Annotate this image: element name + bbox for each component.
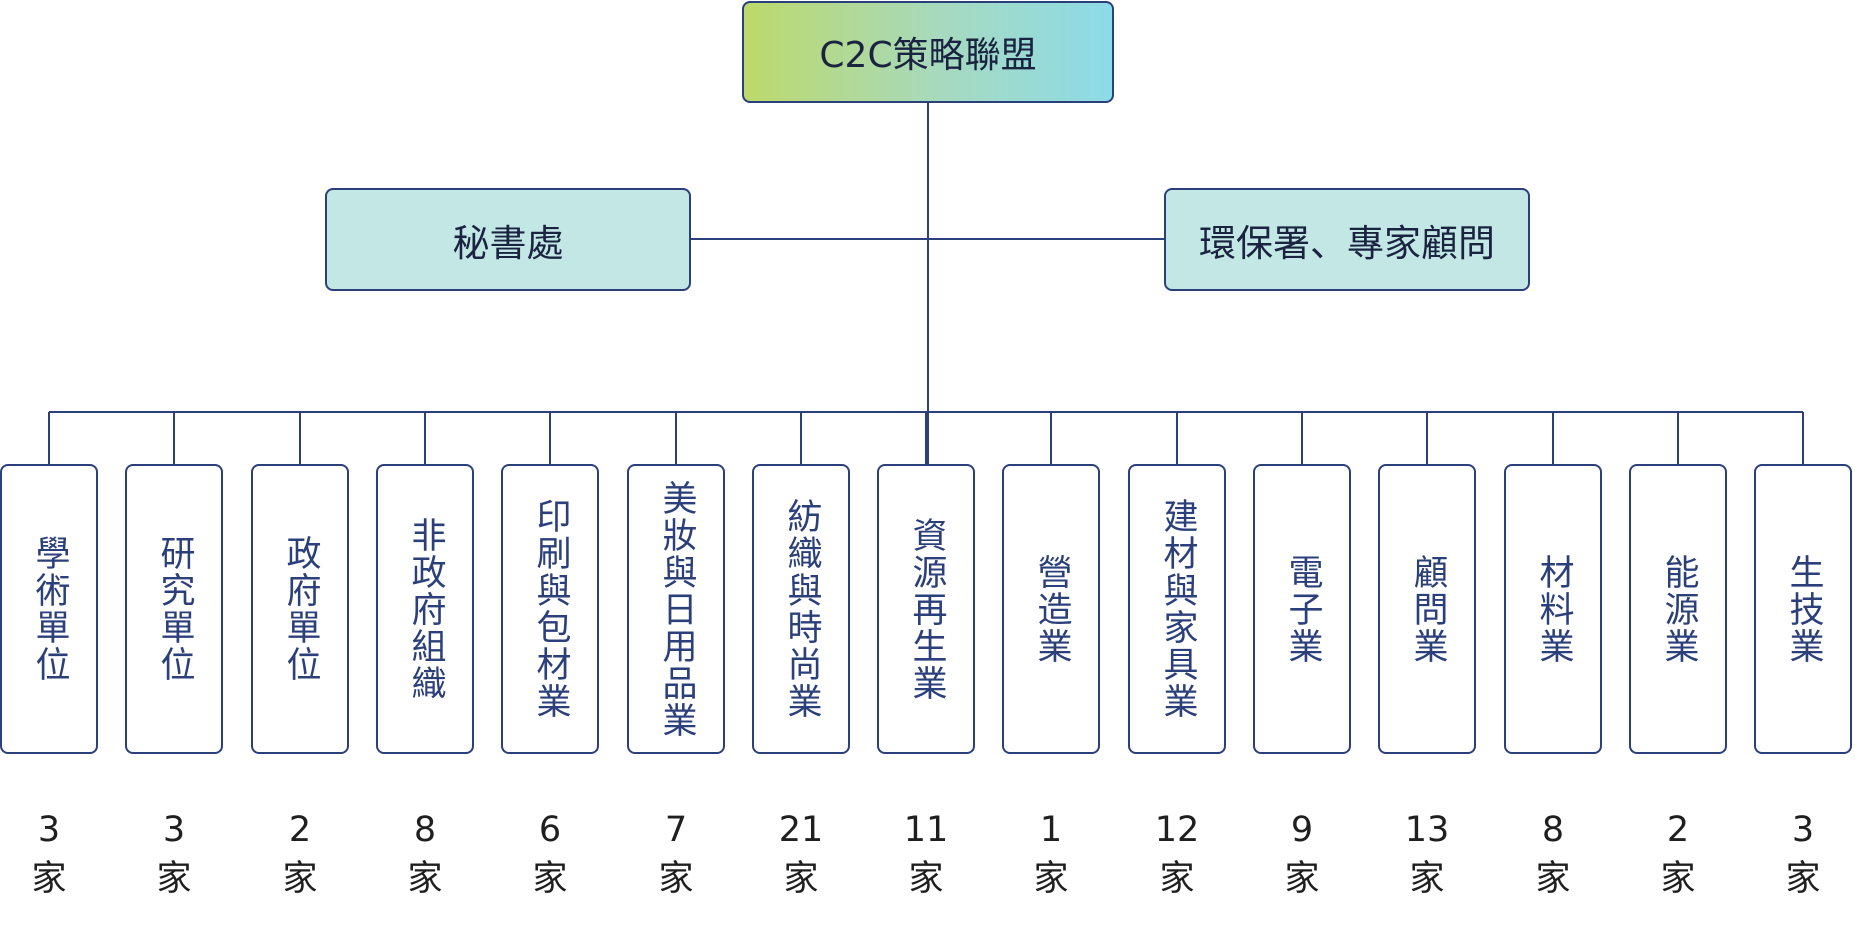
secretariat-label: 秘書處 bbox=[452, 221, 564, 265]
member-count-unit: 家 bbox=[31, 859, 67, 899]
member-count-value: 11 bbox=[903, 810, 949, 850]
member-node: 美妝與日用品業 bbox=[627, 464, 725, 754]
member-count-unit: 家 bbox=[658, 859, 694, 899]
member-label: 能源業 bbox=[1658, 553, 1699, 665]
member-count-value: 2 bbox=[288, 810, 312, 850]
member-node: 能源業 bbox=[1629, 464, 1727, 754]
member-label: 學術單位 bbox=[29, 535, 70, 683]
member-node: 材料業 bbox=[1504, 464, 1602, 754]
member-count-unit: 家 bbox=[1284, 859, 1320, 899]
member-count-value: 2 bbox=[1666, 810, 1690, 850]
member-count-unit: 家 bbox=[783, 859, 819, 899]
member-count-value: 7 bbox=[664, 810, 688, 850]
member-count-value: 6 bbox=[538, 810, 562, 850]
member-label: 政府單位 bbox=[280, 535, 321, 683]
member-count-unit: 家 bbox=[532, 859, 568, 899]
member-count-value: 8 bbox=[413, 810, 437, 850]
member-count-unit: 家 bbox=[407, 859, 443, 899]
member-count-unit: 家 bbox=[1660, 859, 1696, 899]
member-node: 建材與家具業 bbox=[1128, 464, 1226, 754]
member-node: 紡織與時尚業 bbox=[752, 464, 850, 754]
member-count-unit: 家 bbox=[282, 859, 318, 899]
member-node: 資源再生業 bbox=[877, 464, 975, 754]
member-label: 非政府組織 bbox=[405, 516, 446, 702]
member-count-unit: 家 bbox=[908, 859, 944, 899]
member-count-unit: 家 bbox=[156, 859, 192, 899]
secretariat-node: 秘書處 bbox=[325, 188, 691, 291]
member-count-value: 3 bbox=[1791, 810, 1815, 850]
member-label: 營造業 bbox=[1031, 553, 1072, 665]
member-node: 營造業 bbox=[1002, 464, 1100, 754]
member-count-value: 8 bbox=[1541, 810, 1565, 850]
member-count-value: 3 bbox=[37, 810, 61, 850]
member-count-unit: 家 bbox=[1159, 859, 1195, 899]
member-node: 電子業 bbox=[1253, 464, 1351, 754]
member-label: 研究單位 bbox=[154, 535, 195, 683]
member-label: 材料業 bbox=[1533, 553, 1574, 665]
member-label: 電子業 bbox=[1282, 553, 1323, 665]
member-label: 美妝與日用品業 bbox=[656, 479, 697, 739]
root-label: C2C策略聯盟 bbox=[819, 35, 1037, 76]
member-node: 學術單位 bbox=[0, 464, 98, 754]
member-label: 資源再生業 bbox=[906, 516, 947, 702]
advisors-label: 環保署、專家顧問 bbox=[1199, 221, 1495, 265]
member-count-unit: 家 bbox=[1033, 859, 1069, 899]
member-count-value: 12 bbox=[1154, 810, 1200, 850]
member-label: 顧問業 bbox=[1407, 553, 1448, 665]
member-node: 生技業 bbox=[1754, 464, 1852, 754]
member-count: 12 家 bbox=[1122, 806, 1232, 904]
root-node: C2C策略聯盟 bbox=[742, 1, 1114, 103]
member-count: 13 家 bbox=[1372, 806, 1482, 904]
member-count: 11 家 bbox=[871, 806, 981, 904]
advisors-node: 環保署、專家顧問 bbox=[1164, 188, 1530, 291]
member-node: 政府單位 bbox=[251, 464, 349, 754]
member-count-value: 9 bbox=[1290, 810, 1314, 850]
member-count-unit: 家 bbox=[1535, 859, 1571, 899]
member-count-value: 21 bbox=[778, 810, 824, 850]
member-label: 紡織與時尚業 bbox=[781, 498, 822, 720]
member-count-value: 13 bbox=[1404, 810, 1450, 850]
member-count: 21 家 bbox=[746, 806, 856, 904]
member-count-unit: 家 bbox=[1409, 859, 1445, 899]
member-node: 顧問業 bbox=[1378, 464, 1476, 754]
member-node: 研究單位 bbox=[125, 464, 223, 754]
member-node: 印刷與包材業 bbox=[501, 464, 599, 754]
member-count-value: 1 bbox=[1039, 810, 1063, 850]
member-count-unit: 家 bbox=[1785, 859, 1821, 899]
member-count-value: 3 bbox=[162, 810, 186, 850]
member-label: 印刷與包材業 bbox=[530, 498, 571, 720]
member-node: 非政府組織 bbox=[376, 464, 474, 754]
member-label: 生技業 bbox=[1783, 553, 1824, 665]
member-label: 建材與家具業 bbox=[1157, 498, 1198, 720]
